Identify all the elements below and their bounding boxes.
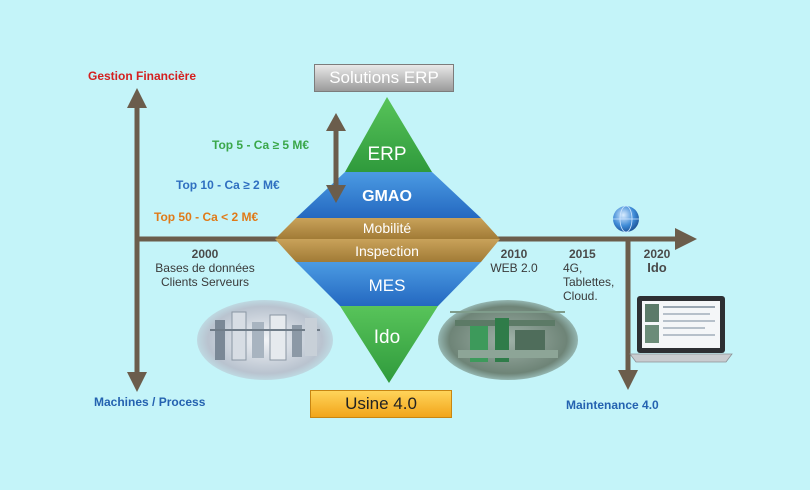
band-label-mes: MES [369, 276, 406, 295]
timeline-2020: 2020 Ido [632, 247, 682, 275]
factory-photo-right [438, 300, 578, 380]
label-maintenance-4-0: Maintenance 4.0 [566, 398, 659, 412]
band-gmao [296, 172, 481, 218]
band-label-ido: Ido [374, 327, 400, 348]
band-ido [340, 306, 438, 383]
text-2000-line1: Bases de données [155, 261, 255, 275]
band-label-erp: ERP [367, 144, 406, 165]
text-2010-line1: WEB 2.0 [490, 261, 538, 275]
text-2000-line2: Clients Serveurs [160, 275, 250, 289]
factory-photo-left [197, 300, 333, 380]
globe-icon [613, 205, 639, 233]
tier-top-50: Top 50 - Ca < 2 M€ [154, 210, 259, 224]
band-erp [345, 97, 432, 172]
double-arrow-icon [326, 113, 346, 203]
laptop-icon [629, 296, 733, 363]
timeline-2010: 2010 WEB 2.0 [484, 247, 544, 275]
band-mes [296, 262, 481, 306]
tier-top-10: Top 10 - Ca ≥ 2 M€ [176, 178, 280, 192]
band-label-mobilite: Mobilité [363, 220, 411, 236]
text-2015-line3: Cloud. [563, 289, 598, 303]
year-2010: 2010 [500, 247, 528, 261]
usine-4-0-box: Usine 4.0 [310, 390, 452, 418]
label-gestion-financiere: Gestion Financière [88, 69, 197, 83]
vertical-axis-right [618, 239, 638, 390]
timeline-2015: 2015 4G, Tablettes, Cloud. [559, 247, 619, 303]
tier-top-5: Top 5 - Ca ≥ 5 M€ [212, 138, 310, 152]
year-2000: 2000 [191, 247, 219, 261]
solutions-erp-box: Solutions ERP [314, 64, 454, 92]
text-2015-line2: Tablettes, [563, 275, 615, 289]
timeline-2000: 2000 Bases de données Clients Serveurs [140, 247, 270, 289]
year-2020: 2020 [643, 247, 671, 261]
band-label-gmao: GMAO [362, 188, 412, 205]
erp-pyramid: ERP GMAO Mobilité Inspection MES Ido [275, 97, 500, 383]
band-inspection [275, 239, 500, 262]
band-label-inspection: Inspection [355, 243, 419, 259]
text-2020-line1: Ido [647, 260, 667, 275]
band-mobilite [275, 218, 500, 239]
text-2015-line1: 4G, [563, 261, 583, 275]
label-machines-process: Machines / Process [94, 395, 206, 409]
year-2015: 2015 [569, 247, 596, 261]
